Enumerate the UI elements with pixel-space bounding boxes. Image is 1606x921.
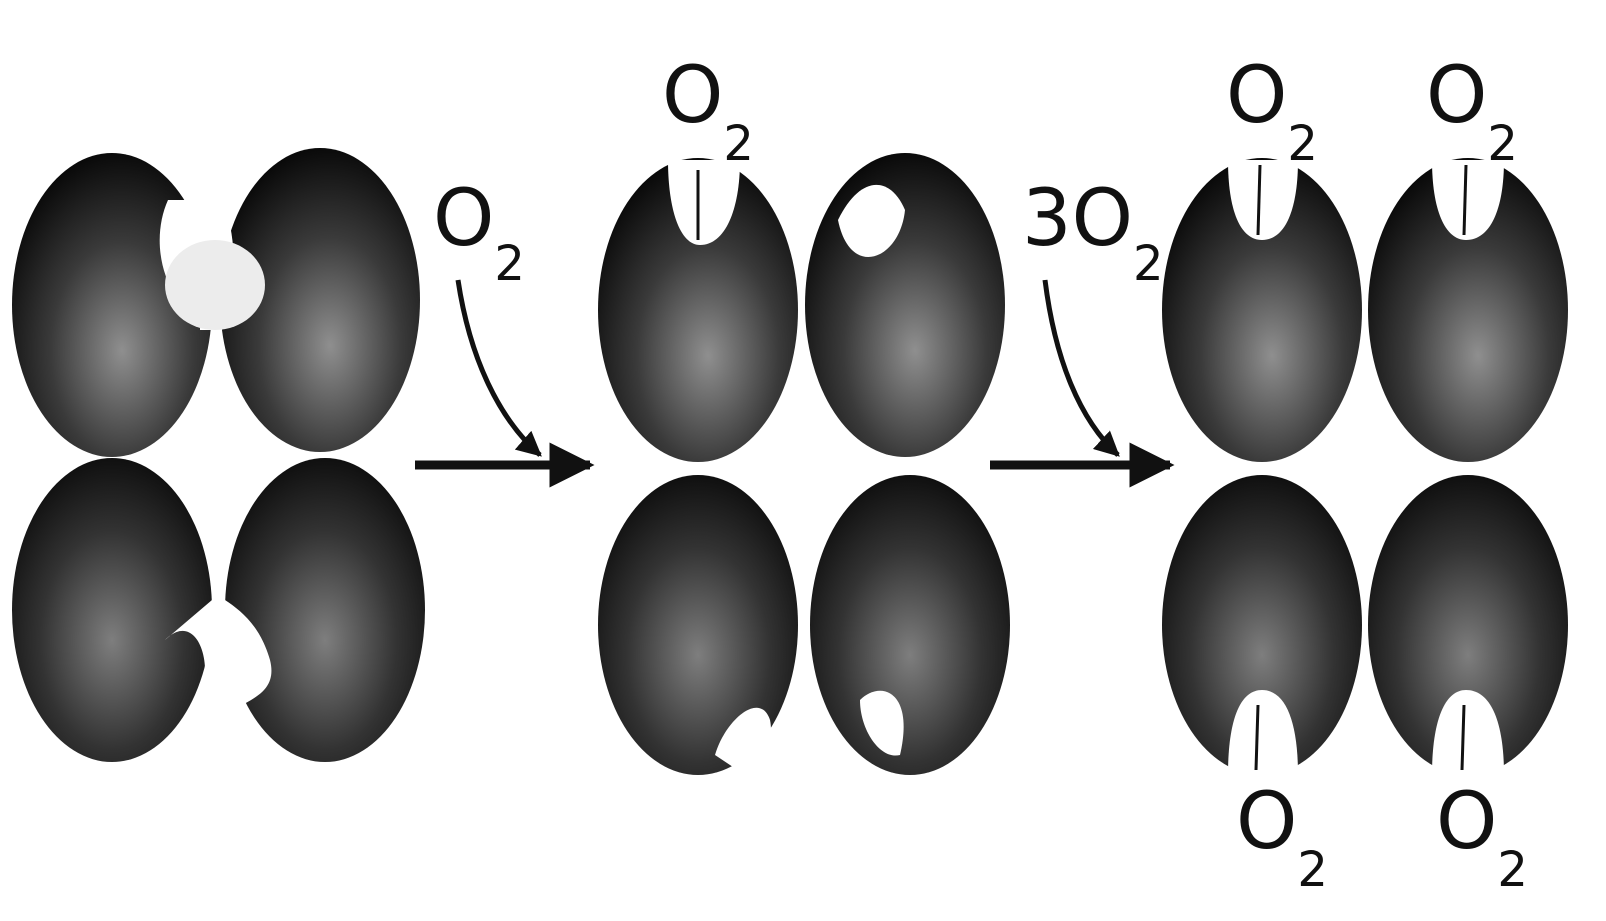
- subunit-3-bottom-left: [1162, 475, 1362, 775]
- reaction-arrow-2: [990, 280, 1170, 465]
- central-cavity-heme-pocket: [165, 240, 265, 330]
- stage3-bound-o2-label-bottom-right: O2: [1436, 777, 1528, 898]
- subunit-4-bottom-right: [225, 458, 425, 762]
- stage-2-partially-oxygenated-tetramer: [598, 153, 1010, 775]
- stage-1-deoxy-tetramer: [12, 148, 425, 762]
- reaction-arrow-1: [415, 280, 590, 465]
- stage3-bound-o2-label-bottom-left: O2: [1236, 777, 1328, 898]
- subunit-1-top-left: [1162, 158, 1362, 462]
- subunit-3-bottom-left: [598, 475, 798, 775]
- subunit-2-top-right: [1368, 158, 1568, 462]
- stage2-bound-o2-label: O2: [662, 51, 754, 172]
- subunit-2-top-right: [805, 153, 1005, 457]
- stage3-bound-o2-label-top-left: O2: [1226, 51, 1318, 172]
- step2-reagent-label: 3O2: [1022, 174, 1164, 292]
- subunit-4-bottom-right: [810, 475, 1010, 775]
- stage3-bound-o2-label-top-right: O2: [1426, 51, 1518, 172]
- step1-reagent-label: O2: [433, 174, 525, 292]
- stage-3-fully-oxygenated-tetramer: [1162, 158, 1568, 775]
- subunit-3-bottom-left: [12, 458, 212, 762]
- subunit-4-bottom-right: [1368, 475, 1568, 775]
- subunit-1-top-left: [598, 158, 798, 462]
